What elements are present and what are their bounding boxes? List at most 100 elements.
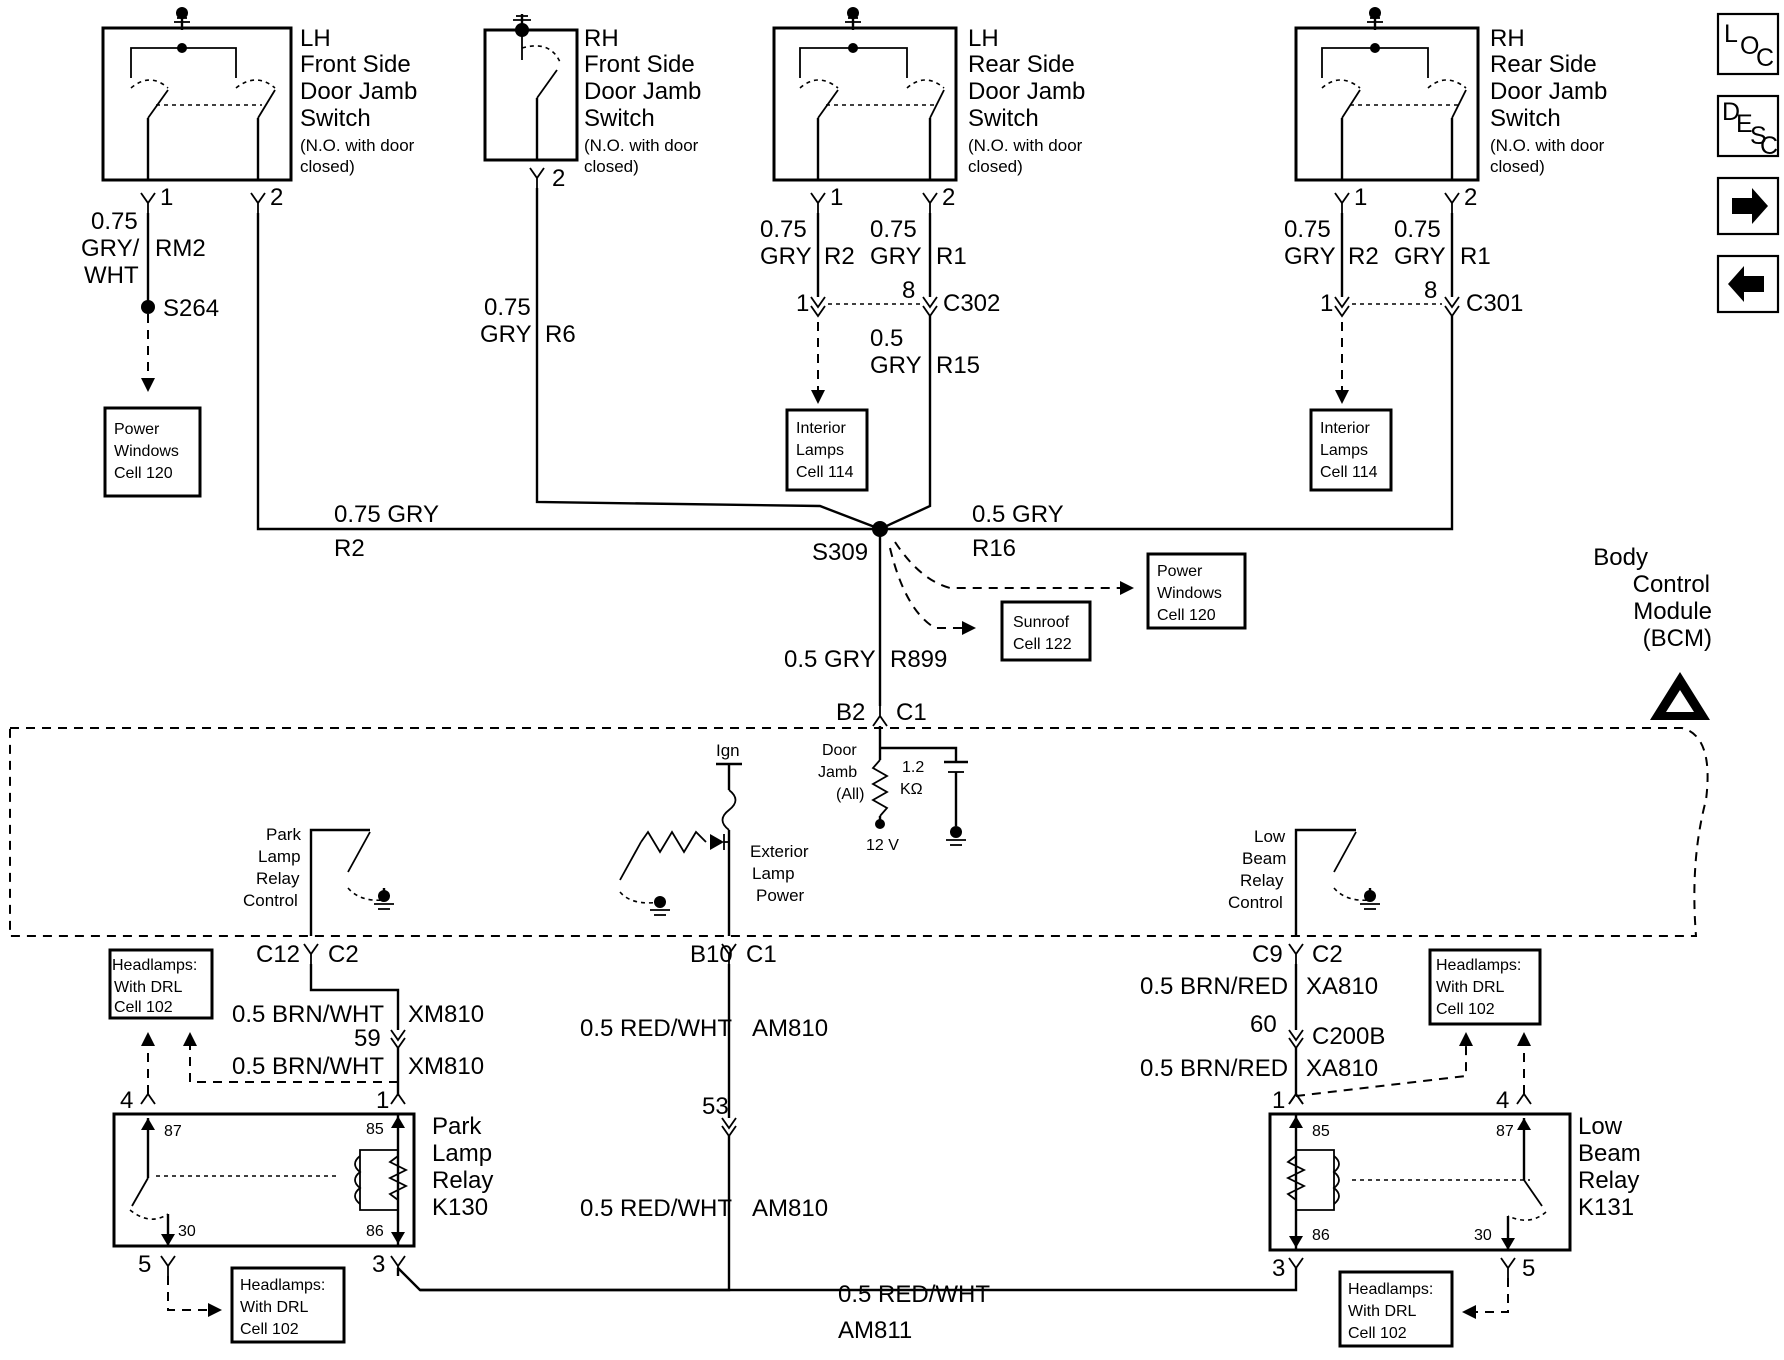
nav-letter: E — [1736, 110, 1753, 138]
wire-label: 0.5 BRN/WHT — [232, 1001, 384, 1028]
relay-name: Park — [432, 1113, 482, 1140]
wire-color: GRY — [480, 321, 532, 348]
wire-label: 0.5 RED/WHT — [838, 1281, 990, 1308]
headlamps-cell-ref[interactable]: Headlamps: With DRL Cell 102 — [1428, 948, 1542, 1026]
circuit-number: R16 — [972, 535, 1016, 562]
cell-ref-text: With DRL — [1436, 979, 1505, 996]
resistor-value: 1.2 — [902, 759, 924, 776]
nav-letter: S — [1750, 122, 1767, 150]
connector-pin: C12 — [256, 941, 300, 968]
pin-label: 2 — [270, 184, 283, 211]
switch-title: Switch — [300, 105, 371, 132]
park-lamp-relay-k130: 4 1 87 85 30 86 Park Lamp Relay K130 5 3 — [112, 1032, 493, 1317]
connector-label: C2 — [1312, 941, 1343, 968]
connector-label: C301 — [1466, 290, 1523, 317]
switch-title: Door Jamb — [584, 78, 701, 105]
switch-title: RH — [1490, 25, 1525, 52]
cell-ref-text: Headlamps: — [1348, 1281, 1433, 1298]
sunroof-cell-ref[interactable]: Sunroof Cell 122 — [1000, 600, 1092, 662]
relay-control-label: Control — [243, 891, 298, 910]
switch-title: RH — [584, 25, 619, 52]
circuit-number: R2 — [824, 243, 855, 270]
relay-pin: 86 — [1312, 1227, 1330, 1244]
nav-letter: O — [1740, 32, 1759, 60]
headlamps-cell-ref[interactable]: Headlamps: With DRL Cell 102 — [1338, 1270, 1454, 1348]
pin-label: 2 — [552, 165, 565, 192]
wire-label: 0.5 RED/WHT — [580, 1015, 732, 1042]
relay-control-label: Relay — [1240, 871, 1284, 890]
switch-note: closed) — [584, 157, 639, 176]
body-control-module: Body Control Module (BCM) Door Jamb (All… — [9, 544, 1712, 937]
switch-title: Switch — [1490, 105, 1561, 132]
wire-color: GRY — [1284, 243, 1336, 270]
wire-size: 0.75 — [870, 216, 917, 243]
relay-pin: 87 — [1496, 1123, 1514, 1140]
circuit-number: R2 — [1348, 243, 1379, 270]
relay-control-label: Lamp — [258, 847, 301, 866]
connector-label: C2 — [328, 941, 359, 968]
relay-pin: 85 — [366, 1121, 384, 1138]
relay-control-label: Control — [1228, 893, 1283, 912]
power-windows-cell-ref[interactable]: Power Windows Cell 120 — [103, 406, 202, 498]
bcm-title: Module — [1633, 598, 1712, 625]
circuit-number: XA810 — [1306, 1055, 1378, 1082]
connector-pin: B10 — [690, 941, 733, 968]
connector-pin: 8 — [1424, 277, 1437, 304]
relay-pin: 5 — [1522, 1255, 1535, 1282]
interior-lamps-cell-ref[interactable]: Interior Lamps Cell 114 — [785, 408, 869, 492]
connector-label: C200B — [1312, 1023, 1385, 1050]
previous-page-button[interactable] — [1716, 254, 1780, 314]
headlamps-cell-ref[interactable]: Headlamps: With DRL Cell 102 — [108, 948, 214, 1020]
right-arrow-icon — [1732, 188, 1768, 224]
switch-title: LH — [968, 25, 999, 52]
relay-name: Low — [1578, 1113, 1623, 1140]
lh-rear-door-jamb-switch: LH Rear Side Door Jamb Switch (N.O. with… — [772, 7, 1085, 213]
circuit-number: R15 — [936, 352, 980, 379]
wire-color: GRY — [760, 243, 812, 270]
bcm-title: Body — [1593, 544, 1648, 571]
circuit-number: R6 — [545, 321, 576, 348]
cell-ref-text: Sunroof — [1013, 614, 1070, 631]
relay-pin: 86 — [366, 1223, 384, 1240]
relay-name: Beam — [1578, 1140, 1641, 1167]
relay-control-label: Park — [266, 825, 301, 844]
wire-label: 0.5 RED/WHT — [580, 1195, 732, 1222]
interior-lamps-cell-ref[interactable]: Interior Lamps Cell 114 — [1309, 408, 1393, 492]
rh-front-door-jamb-switch: RH Front Side Door Jamb Switch (N.O. wit… — [483, 14, 701, 192]
relay-name: Lamp — [432, 1140, 492, 1167]
switch-note: closed) — [300, 157, 355, 176]
location-button[interactable]: L O C — [1716, 12, 1780, 76]
connector-pin: B2 — [836, 699, 865, 726]
relay-name: K131 — [1578, 1194, 1634, 1221]
bcm-title: (BCM) — [1643, 625, 1712, 652]
cell-ref-text: Cell 114 — [1320, 464, 1378, 481]
description-button[interactable]: D E S C — [1716, 94, 1780, 160]
power-windows-cell-ref[interactable]: Power Windows Cell 120 — [1146, 552, 1247, 630]
wire-label: 0.5 BRN/RED — [1140, 973, 1288, 1000]
relay-pin: 4 — [120, 1087, 133, 1114]
cell-ref-text: Windows — [1157, 585, 1222, 602]
connector-label: C302 — [943, 290, 1000, 317]
nav-letter: D — [1722, 98, 1740, 126]
relay-pin: 30 — [178, 1223, 196, 1240]
switch-title: Door Jamb — [968, 78, 1085, 105]
relay-pin: 1 — [376, 1087, 389, 1114]
cell-ref-text: Lamps — [796, 442, 844, 459]
headlamps-cell-ref[interactable]: Headlamps: With DRL Cell 102 — [230, 1266, 346, 1344]
switch-title: Switch — [584, 105, 655, 132]
circuit-number: R1 — [1460, 243, 1491, 270]
relay-name: Relay — [432, 1167, 493, 1194]
wire-color: GRY — [1394, 243, 1446, 270]
exterior-lamp-label: Power — [756, 886, 805, 905]
circuit-number: XM810 — [408, 1001, 484, 1028]
wire-size: 0.5 — [870, 325, 903, 352]
relay-name: Relay — [1578, 1167, 1639, 1194]
ign-label: Ign — [716, 741, 740, 760]
exterior-lamp-label: Exterior — [750, 842, 809, 861]
relay-pin: 87 — [164, 1123, 182, 1140]
cell-ref-text: Cell 102 — [114, 999, 173, 1016]
cell-ref-text: Power — [114, 421, 160, 438]
splice-label: S309 — [812, 539, 868, 566]
next-page-button[interactable] — [1716, 176, 1780, 236]
